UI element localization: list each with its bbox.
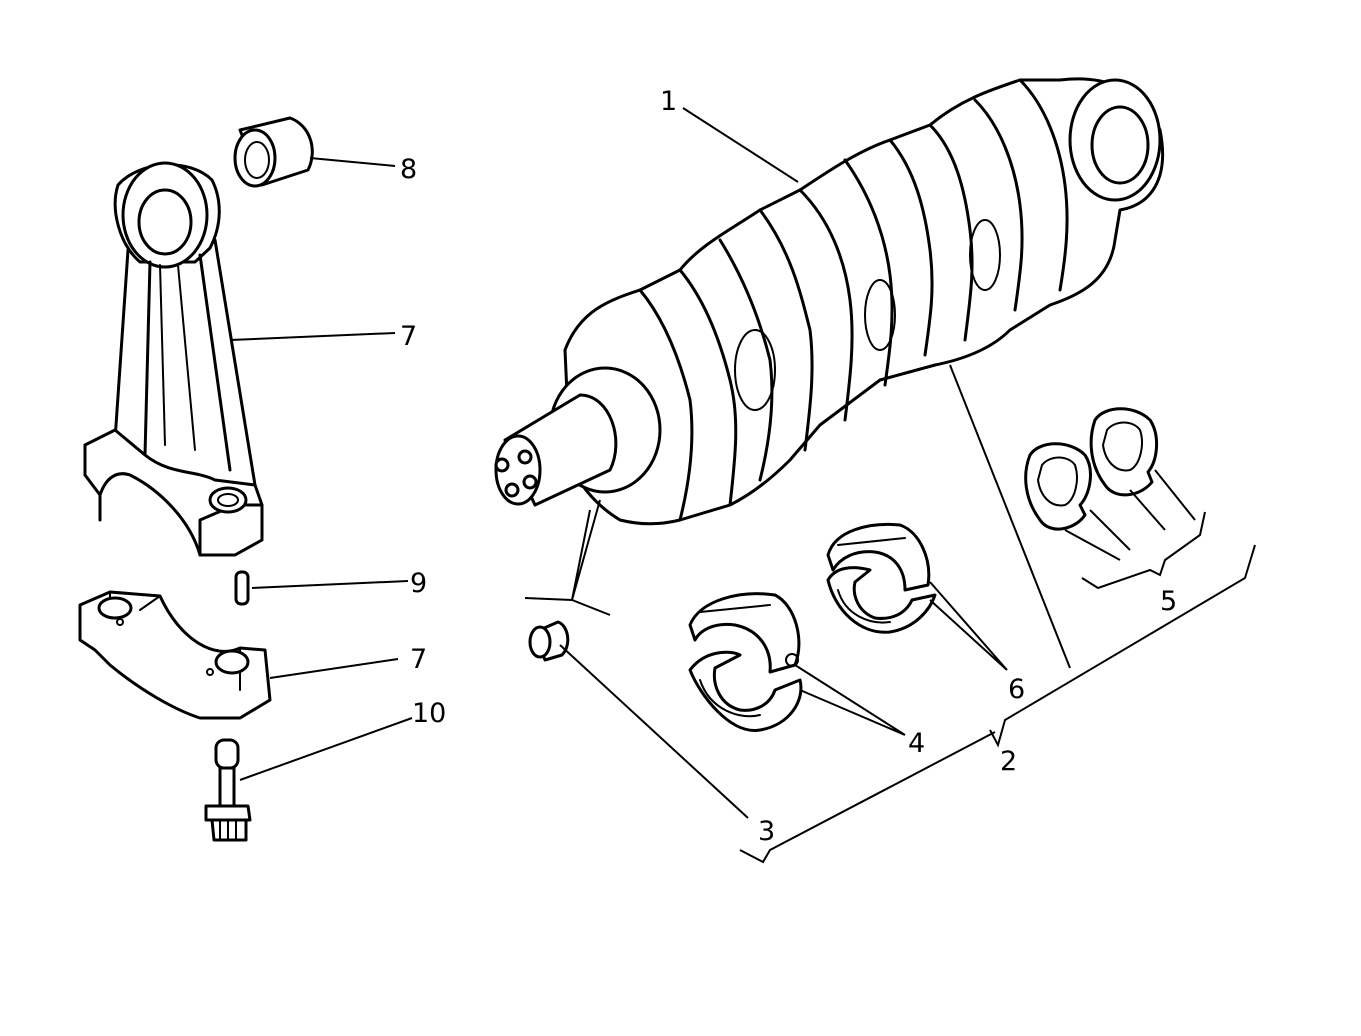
connecting-rod <box>85 163 262 555</box>
small-end-bushing <box>235 118 312 186</box>
callout-2: 2 <box>1000 746 1017 777</box>
callout-1: 1 <box>660 86 677 117</box>
connecting-rod-bolt <box>206 740 250 840</box>
callout-5: 5 <box>1160 586 1177 617</box>
callout-4: 4 <box>908 728 925 759</box>
leader-lines <box>230 108 1255 862</box>
main-bearing-shells <box>690 594 801 731</box>
callout-7-cap: 7 <box>410 644 427 675</box>
thrust-washers <box>1026 409 1157 529</box>
callout-labels: 1 2 3 4 5 6 7 7 8 9 10 <box>400 86 1177 847</box>
callout-10: 10 <box>412 698 446 729</box>
connecting-rod-cap <box>80 592 270 718</box>
crankshaft <box>496 79 1163 524</box>
callout-7-rod: 7 <box>400 321 417 352</box>
callout-9: 9 <box>410 568 427 599</box>
callout-6: 6 <box>1008 674 1025 705</box>
crankpin-bearing-shells <box>828 524 935 632</box>
callout-3: 3 <box>758 816 775 847</box>
dowel-pin <box>236 572 248 604</box>
plug <box>530 622 568 660</box>
callout-8: 8 <box>400 154 417 185</box>
